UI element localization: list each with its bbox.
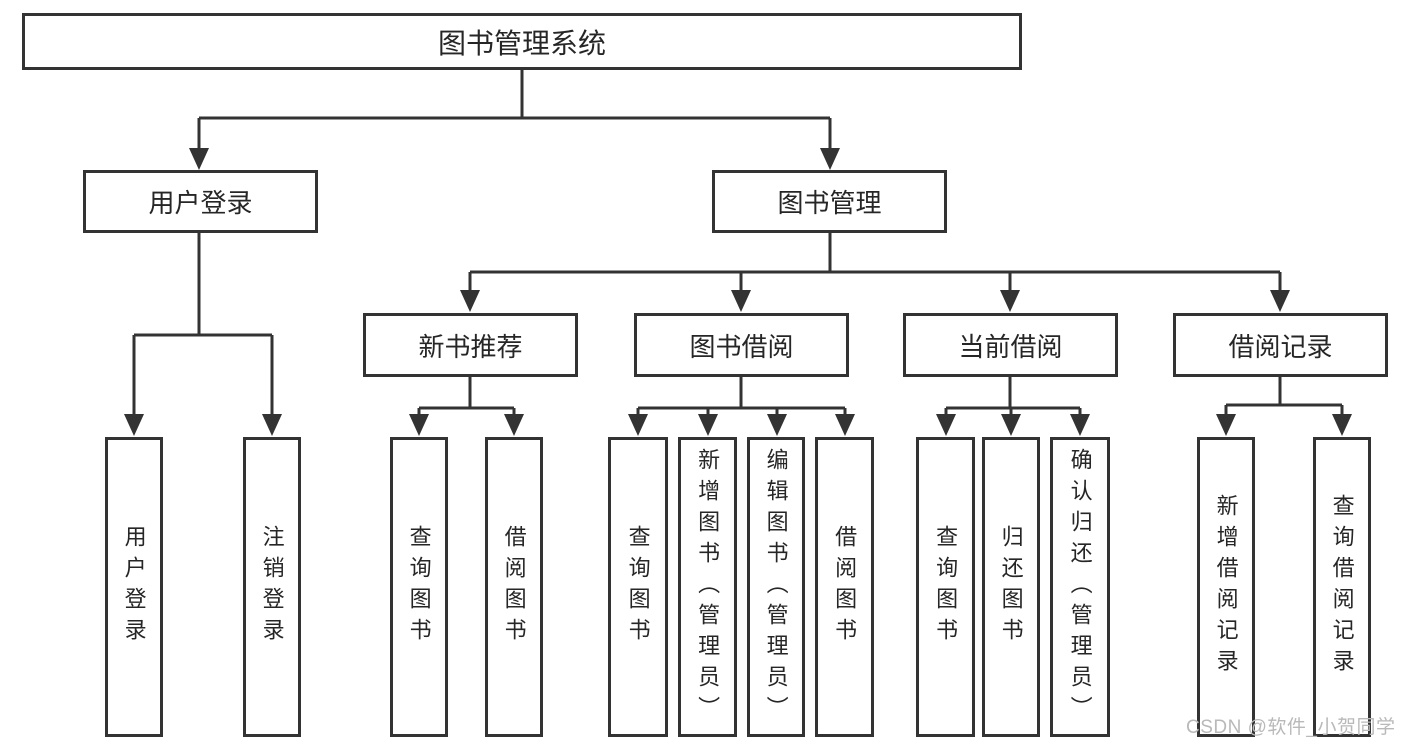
leaf-label: 用户登录 xyxy=(121,525,147,649)
leaf-add-books-admin: 新增图书（管理员） xyxy=(678,437,737,737)
leaf-label: 新增图书（管理员） xyxy=(695,447,721,727)
leaf-label: 借阅图书 xyxy=(832,525,858,649)
leaf-logout: 注销登录 xyxy=(243,437,301,737)
node-label: 借阅记录 xyxy=(1228,331,1333,362)
leaf-return-books: 归还图书 xyxy=(982,437,1040,737)
leaf-label: 新增借阅记录 xyxy=(1213,494,1239,680)
leaf-add-borrow-record: 新增借阅记录 xyxy=(1197,437,1255,737)
leaf-label: 查询借阅记录 xyxy=(1329,494,1355,680)
node-label: 图书借阅 xyxy=(689,331,794,362)
leaf-label: 编辑图书（管理员） xyxy=(763,447,789,727)
node-borrowing-records: 借阅记录 xyxy=(1173,313,1388,377)
arrowheads xyxy=(124,148,1352,436)
leaf-query-books-recommend: 查询图书 xyxy=(390,437,448,737)
node-label: 用户登录 xyxy=(148,188,253,218)
leaf-confirm-return-admin: 确认归还（管理员） xyxy=(1050,437,1110,737)
leaf-borrow-books-recommend: 借阅图书 xyxy=(485,437,543,737)
leaf-label: 查询图书 xyxy=(933,525,959,649)
leaf-borrow-books-borrowing: 借阅图书 xyxy=(815,437,874,737)
leaf-label: 归还图书 xyxy=(998,525,1024,649)
leaf-edit-books-admin: 编辑图书（管理员） xyxy=(747,437,805,737)
leaf-label: 查询图书 xyxy=(406,525,432,649)
node-label: 新书推荐 xyxy=(418,331,523,362)
node-book-management: 图书管理 xyxy=(712,170,947,233)
leaf-query-books-current: 查询图书 xyxy=(916,437,975,737)
leaf-label: 查询图书 xyxy=(625,525,651,649)
node-current-borrowing: 当前借阅 xyxy=(903,313,1118,377)
leaf-label: 借阅图书 xyxy=(501,525,527,649)
leaf-label: 注销登录 xyxy=(259,525,285,649)
leaf-query-borrow-record: 查询借阅记录 xyxy=(1313,437,1371,737)
leaf-label: 确认归还（管理员） xyxy=(1067,447,1093,727)
node-label: 图书管理 xyxy=(777,188,882,218)
node-new-book-recommendation: 新书推荐 xyxy=(363,313,578,377)
watermark-text: CSDN @软件_小贺同学 xyxy=(1186,717,1396,738)
node-book-borrowing: 图书借阅 xyxy=(634,313,849,377)
node-label: 当前借阅 xyxy=(958,331,1063,362)
node-library-system: 图书管理系统 xyxy=(22,13,1022,70)
leaf-query-books-borrowing: 查询图书 xyxy=(608,437,668,737)
node-label: 图书管理系统 xyxy=(437,27,606,59)
node-user-login: 用户登录 xyxy=(83,170,318,233)
leaf-user-login: 用户登录 xyxy=(105,437,163,737)
